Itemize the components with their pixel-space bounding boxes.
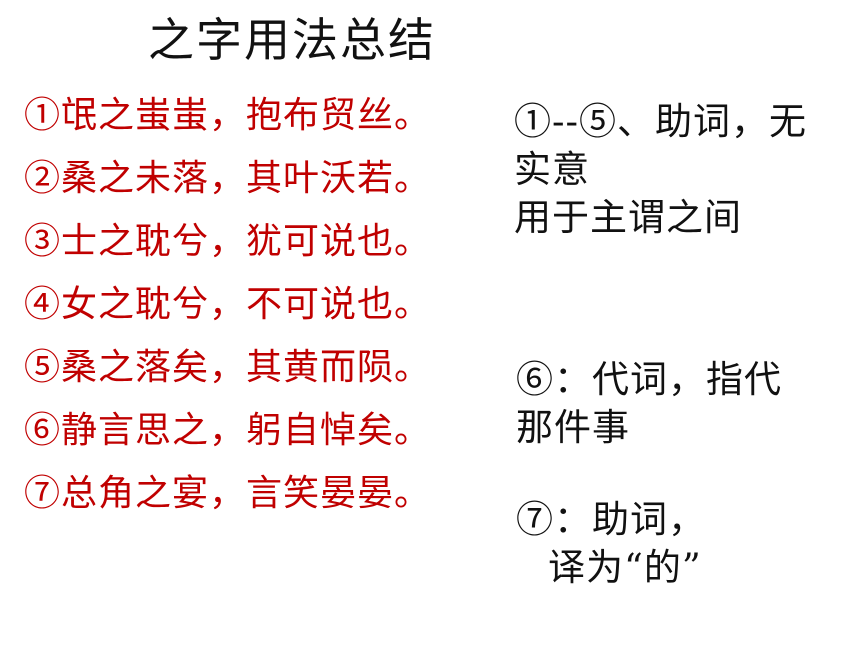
slide-title: 之字用法总结 [148, 13, 436, 67]
example-line-7: ⑦总角之宴，言笑晏晏。 [24, 473, 432, 514]
note-3-line-1: ⑦：助词， [516, 498, 706, 541]
note-examples-1-5: ①--⑤、助词，无 实意 用于主谓之间 [514, 98, 807, 242]
note-1-line-3: 用于主谓之间 [514, 196, 742, 239]
example-line-4: ④女之耽兮，不可说也。 [24, 284, 432, 325]
example-line-3: ③士之耽兮，犹可说也。 [24, 221, 432, 262]
example-line-6: ⑥静言思之，躬自悼矣。 [24, 410, 432, 451]
note-1-line-1: ①--⑤、助词，无 [514, 100, 808, 143]
example-line-5: ⑤桑之落矣，其黄而陨。 [24, 347, 432, 388]
note-example-7: ⑦：助词， 译为“的” [516, 496, 706, 592]
note-3-line-2: 译为“的” [548, 546, 702, 589]
note-1-line-2: 实意 [514, 148, 590, 191]
example-list: ①氓之蚩蚩，抱布贸丝。 ②桑之未落，其叶沃若。 ③士之耽兮，犹可说也。 ④女之耽… [24, 84, 431, 525]
note-2-line-1: ⑥：代词，指代 [516, 358, 782, 401]
example-line-2: ②桑之未落，其叶沃若。 [24, 158, 432, 199]
example-line-1: ①氓之蚩蚩，抱布贸丝。 [24, 95, 432, 136]
note-example-6: ⑥：代词，指代 那件事 [516, 356, 782, 452]
note-2-line-2: 那件事 [516, 406, 630, 449]
